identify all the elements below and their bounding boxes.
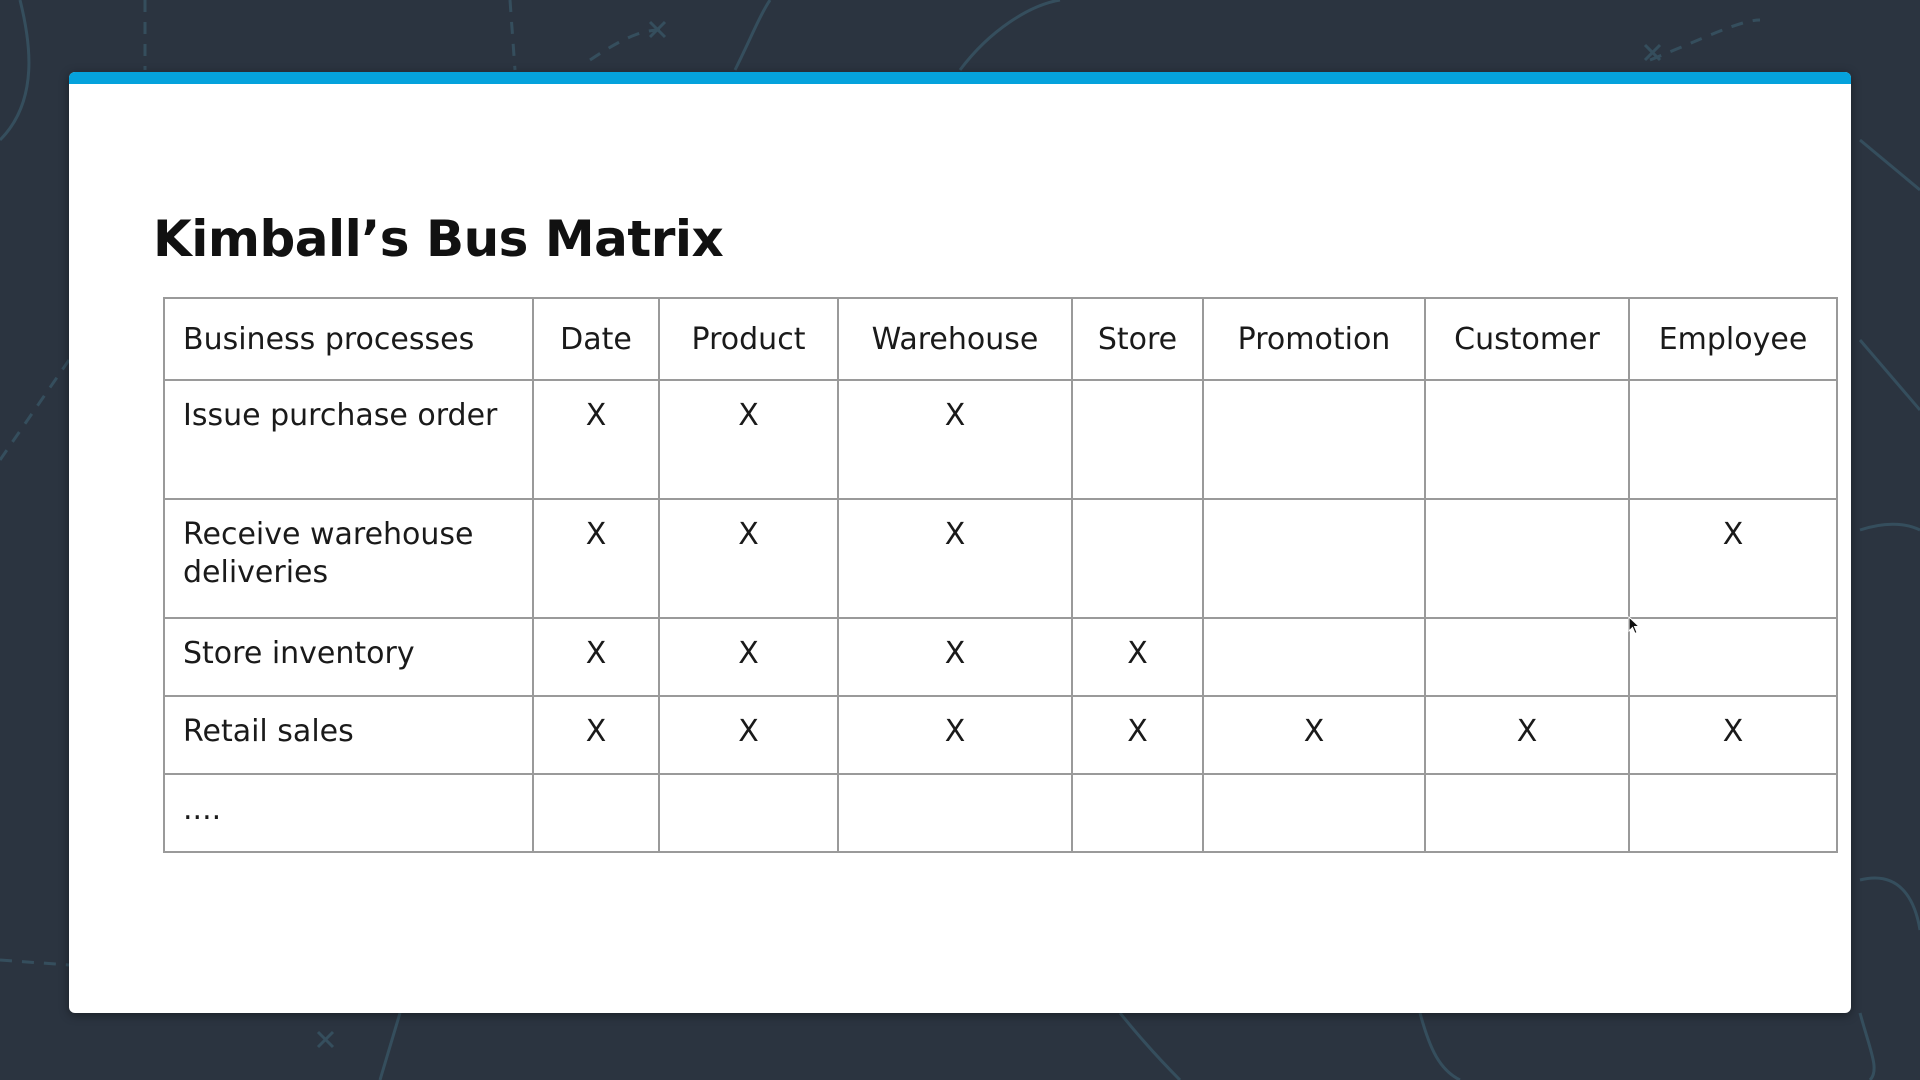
matrix-cell: X [1071,695,1204,775]
process-name-cell: .... [163,773,534,853]
matrix-cell [1202,773,1426,853]
matrix-cell: X [658,379,839,500]
matrix-cell [1424,617,1630,697]
column-header: Date [532,297,660,381]
matrix-cell: X [837,695,1073,775]
matrix-cell: X [532,498,660,619]
table-header-row: Business processes Date Product Warehous… [163,297,1838,381]
slide-card: Kimball’s Bus Matrix Business processes … [69,72,1851,1013]
matrix-cell [1424,773,1630,853]
mouse-pointer-icon [1628,616,1641,635]
matrix-cell [1202,498,1426,619]
matrix-cell: X [837,379,1073,500]
matrix-cell [658,773,839,853]
matrix-cell: X [1071,617,1204,697]
matrix-cell: X [532,379,660,500]
process-name-cell: Issue purchase order [163,379,534,500]
matrix-cell: X [1628,498,1838,619]
matrix-cell [1202,617,1426,697]
process-name-cell: Receive warehouse deliveries [163,498,534,619]
matrix-cell: X [1424,695,1630,775]
matrix-cell: X [837,617,1073,697]
table-row: Issue purchase order X X X [163,379,1838,500]
matrix-cell: X [532,617,660,697]
matrix-cell [837,773,1073,853]
matrix-cell [532,773,660,853]
column-header: Customer [1424,297,1630,381]
table-row: .... [163,773,1838,853]
matrix-cell [1424,498,1630,619]
matrix-cell: X [1202,695,1426,775]
matrix-cell [1071,773,1204,853]
matrix-cell: X [658,498,839,619]
column-header: Business processes [163,297,534,381]
matrix-cell [1628,773,1838,853]
column-header: Store [1071,297,1204,381]
bus-matrix-table: Business processes Date Product Warehous… [163,297,1838,853]
matrix-cell [1628,379,1838,500]
matrix-cell [1202,379,1426,500]
column-header: Warehouse [837,297,1073,381]
column-header: Promotion [1202,297,1426,381]
matrix-cell [1071,498,1204,619]
process-name-cell: Store inventory [163,617,534,697]
column-header: Employee [1628,297,1838,381]
matrix-cell [1424,379,1630,500]
matrix-cell [1628,617,1838,697]
matrix-cell: X [658,695,839,775]
matrix-cell: X [837,498,1073,619]
column-header: Product [658,297,839,381]
slide-title: Kimball’s Bus Matrix [153,210,724,268]
table-row: Retail sales X X X X X X X [163,695,1838,775]
slide-accent-bar [69,72,1851,84]
process-name-cell: Retail sales [163,695,534,775]
matrix-cell: X [1628,695,1838,775]
table-row: Store inventory X X X X [163,617,1838,697]
table-row: Receive warehouse deliveries X X X X [163,498,1838,619]
matrix-cell: X [658,617,839,697]
matrix-cell: X [532,695,660,775]
matrix-cell [1071,379,1204,500]
